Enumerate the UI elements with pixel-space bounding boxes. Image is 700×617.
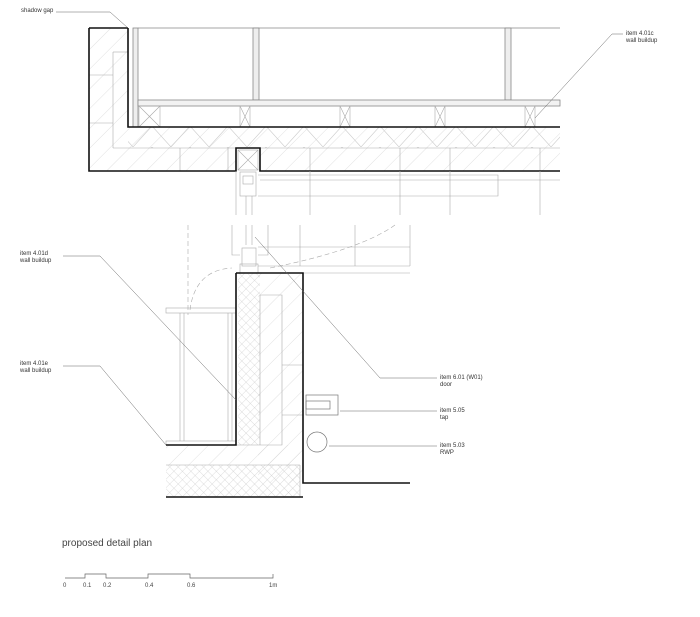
scale-tick-label: 0.2 [103, 583, 112, 589]
rain-water-pipe-symbol [306, 431, 328, 453]
leader-lines [56, 11, 623, 447]
scale-tick-label: 1m [269, 583, 278, 589]
scale-tick-label: 0.1 [83, 583, 92, 589]
scale-bar [65, 573, 274, 579]
scale-tick-label: 0 [63, 583, 67, 589]
drawing-title: proposed detail plan [62, 538, 153, 549]
tap-symbol [305, 394, 339, 416]
upper-wall-section [88, 27, 561, 215]
label-shadow-gap: shadow gap [21, 8, 54, 14]
lower-wall-section [165, 224, 411, 498]
scale-tick-label: 0.4 [145, 583, 154, 589]
label-item-6-01: item 6.01 (W01)door [440, 375, 483, 388]
scale-tick-label: 0.6 [187, 583, 196, 589]
